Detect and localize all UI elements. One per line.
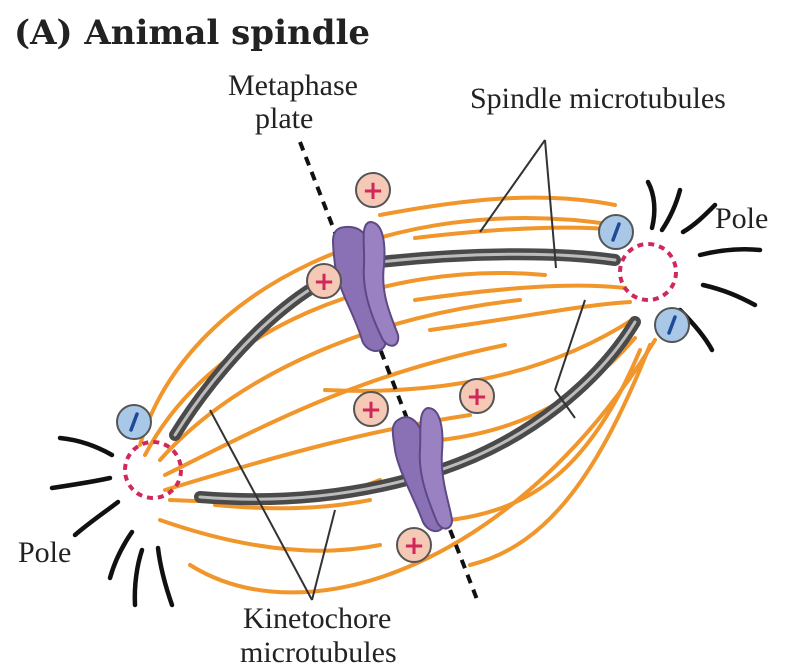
plus-end-icon: + (397, 528, 431, 562)
figure-title: (A) Animal spindle (14, 13, 370, 53)
minus-end-icon (599, 215, 633, 249)
centrosome-right (620, 244, 676, 300)
plus-end-icon: + (356, 173, 390, 207)
svg-text:+: + (362, 176, 384, 206)
svg-text:+: + (466, 382, 488, 412)
metaphase-plate-label-line1: Metaphase (228, 69, 358, 102)
svg-text:+: + (403, 531, 425, 561)
spindle-microtubules-label: Spindle microtubules (470, 82, 726, 115)
svg-text:+: + (313, 267, 335, 297)
svg-text:+: + (360, 395, 382, 425)
kinetochore-microtubules-label-line1: Kinetochore (243, 602, 391, 635)
leader-lines (210, 140, 585, 600)
metaphase-plate-label-line2: plate (255, 102, 313, 135)
minus-end-icon (117, 405, 151, 439)
plus-end-icon: + (354, 392, 388, 426)
kinetochore-microtubules-label-line2: microtubules (240, 636, 397, 669)
metaphase-plate-line (300, 142, 478, 602)
astral-rays-left (52, 438, 172, 605)
plus-end-icon: + (307, 264, 341, 298)
minus-end-icon (655, 308, 689, 342)
minus-end-markers (117, 215, 689, 439)
pole-left-label: Pole (18, 536, 71, 569)
pole-right-label: Pole (715, 202, 768, 235)
plus-end-icon: + (460, 379, 494, 413)
chromosome-lower (393, 408, 452, 531)
